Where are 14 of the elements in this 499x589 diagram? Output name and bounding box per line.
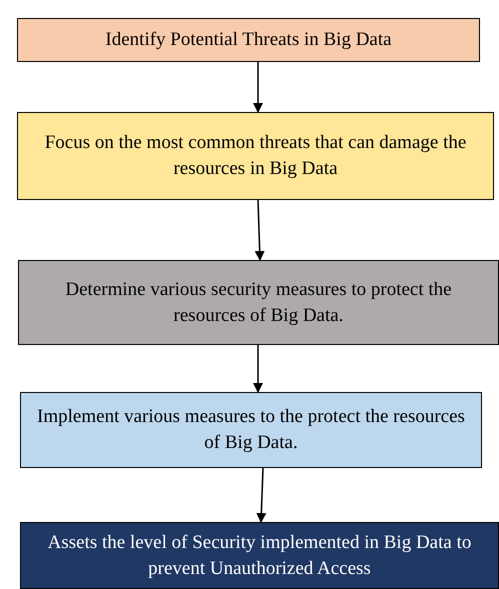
arrow <box>253 62 263 113</box>
step-text: Implement various measures to the protect the resources of Big Data. <box>36 405 466 455</box>
step-text: Identify Potential Threats in Big Data <box>105 28 392 52</box>
arrow <box>256 468 266 523</box>
process-box <box>17 18 480 62</box>
arrow <box>254 200 265 261</box>
process-box <box>17 112 494 200</box>
arrow <box>253 345 263 393</box>
step-text: Determine various security measures to protect the resources of Big Data. <box>64 278 453 328</box>
process-box <box>20 392 482 468</box>
step-text: Assets the level of Security implemented in Big Data to prevent Unauthorized Access <box>46 530 472 580</box>
process-box <box>18 260 499 345</box>
step-text: Focus on the most common threats that can damage the resources in Big Data <box>44 131 468 181</box>
process-box <box>20 522 499 589</box>
